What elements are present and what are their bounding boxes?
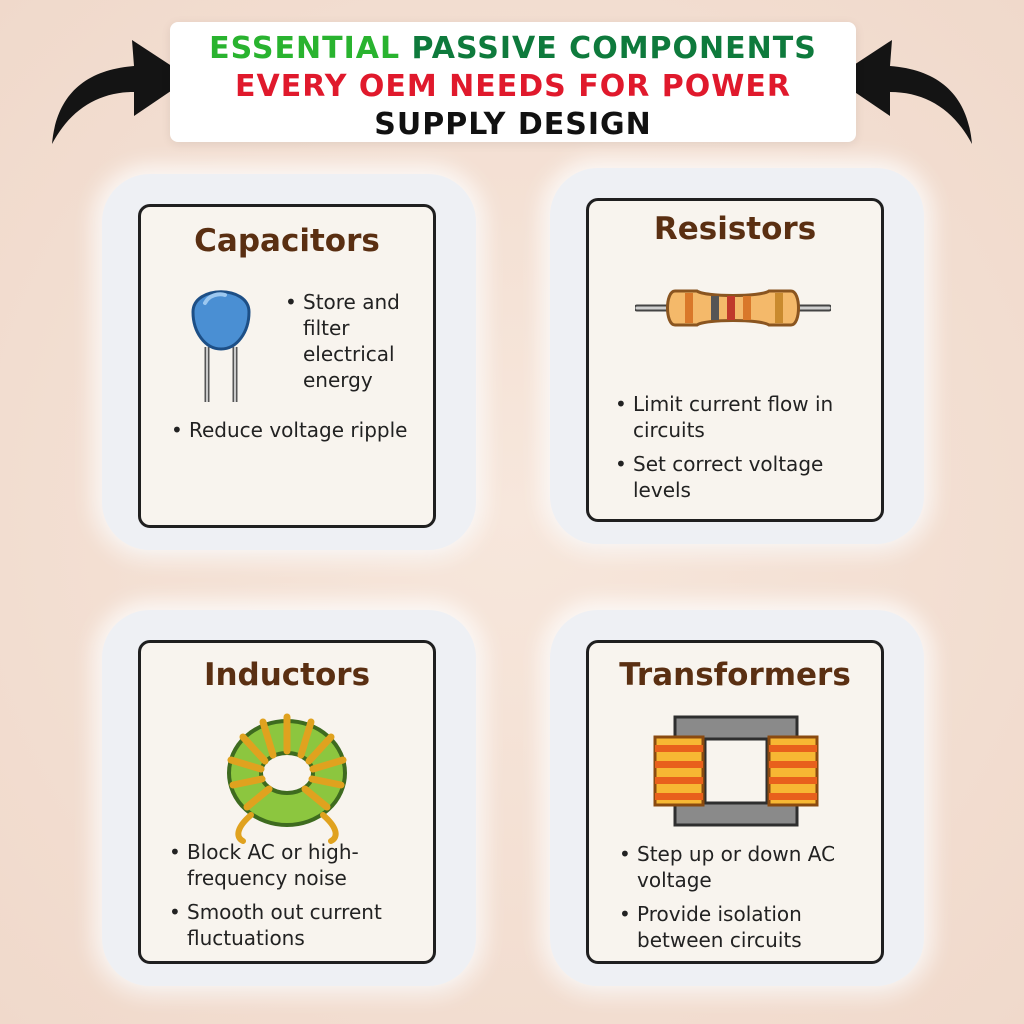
transformers-bullets: Step up or down AC voltage Provide isola… [617,841,877,961]
inductor-icon [227,713,347,844]
card-title-capacitors: Capacitors [194,223,380,259]
list-item: Limit current flow in circuits [613,391,873,443]
card-title-inductors: Inductors [203,657,371,693]
resistors-card-panel: Resistors Limit current flow in circuits… [586,198,884,522]
transformers-card: Transformers Step up or down AC voltage … [550,610,924,986]
curved-arrow-left-icon [52,40,190,144]
card-title-resistors: Resistors [653,211,817,247]
card-title-transformers: Transformers [619,657,851,693]
capacitors-card: Capacitors Store and filter electrical e… [102,174,476,550]
resistor-icon [635,289,831,327]
title-line-2: EVERY OEM NEEDS FOR POWER [235,69,791,104]
title-banner: ESSENTIAL PASSIVE COMPONENTS EVERY OEM N… [170,22,856,142]
capacitor-icon [191,290,251,402]
inductors-card: Inductors Block AC or high-frequency n [102,610,476,986]
inductors-card-panel: Inductors Block AC or high-frequency n [138,640,436,964]
title-line-1: ESSENTIAL PASSIVE COMPONENTS [170,30,856,68]
title-word-essential: ESSENTIAL [209,31,412,66]
title-passive-components: PASSIVE COMPONENTS [411,31,817,66]
list-item: Smooth out current fluctuations [167,899,427,951]
resistors-bullets: Limit current flow in circuits Set corre… [613,391,873,511]
transformer-icon [653,715,819,827]
list-item: Block AC or high-frequency noise [167,839,427,891]
capacitors-bullets-2: Reduce voltage ripple [169,417,429,451]
curved-arrow-right-icon [834,40,972,144]
list-item: Reduce voltage ripple [169,417,429,443]
list-item: Set correct voltage levels [613,451,873,503]
list-item: Step up or down AC voltage [617,841,877,893]
list-item: Store and filter electrical energy [283,289,423,393]
resistors-card: Resistors Limit current flow in circuits… [550,168,924,544]
capacitors-bullets: Store and filter electrical energy [283,289,423,401]
title-line-3: SUPPLY DESIGN [374,107,652,142]
list-item: Provide isolation between circuits [617,901,877,953]
transformers-card-panel: Transformers Step up or down AC voltage … [586,640,884,964]
inductors-bullets: Block AC or high-frequency noise Smooth … [167,839,427,959]
capacitors-card-panel: Capacitors Store and filter electrical e… [138,204,436,528]
